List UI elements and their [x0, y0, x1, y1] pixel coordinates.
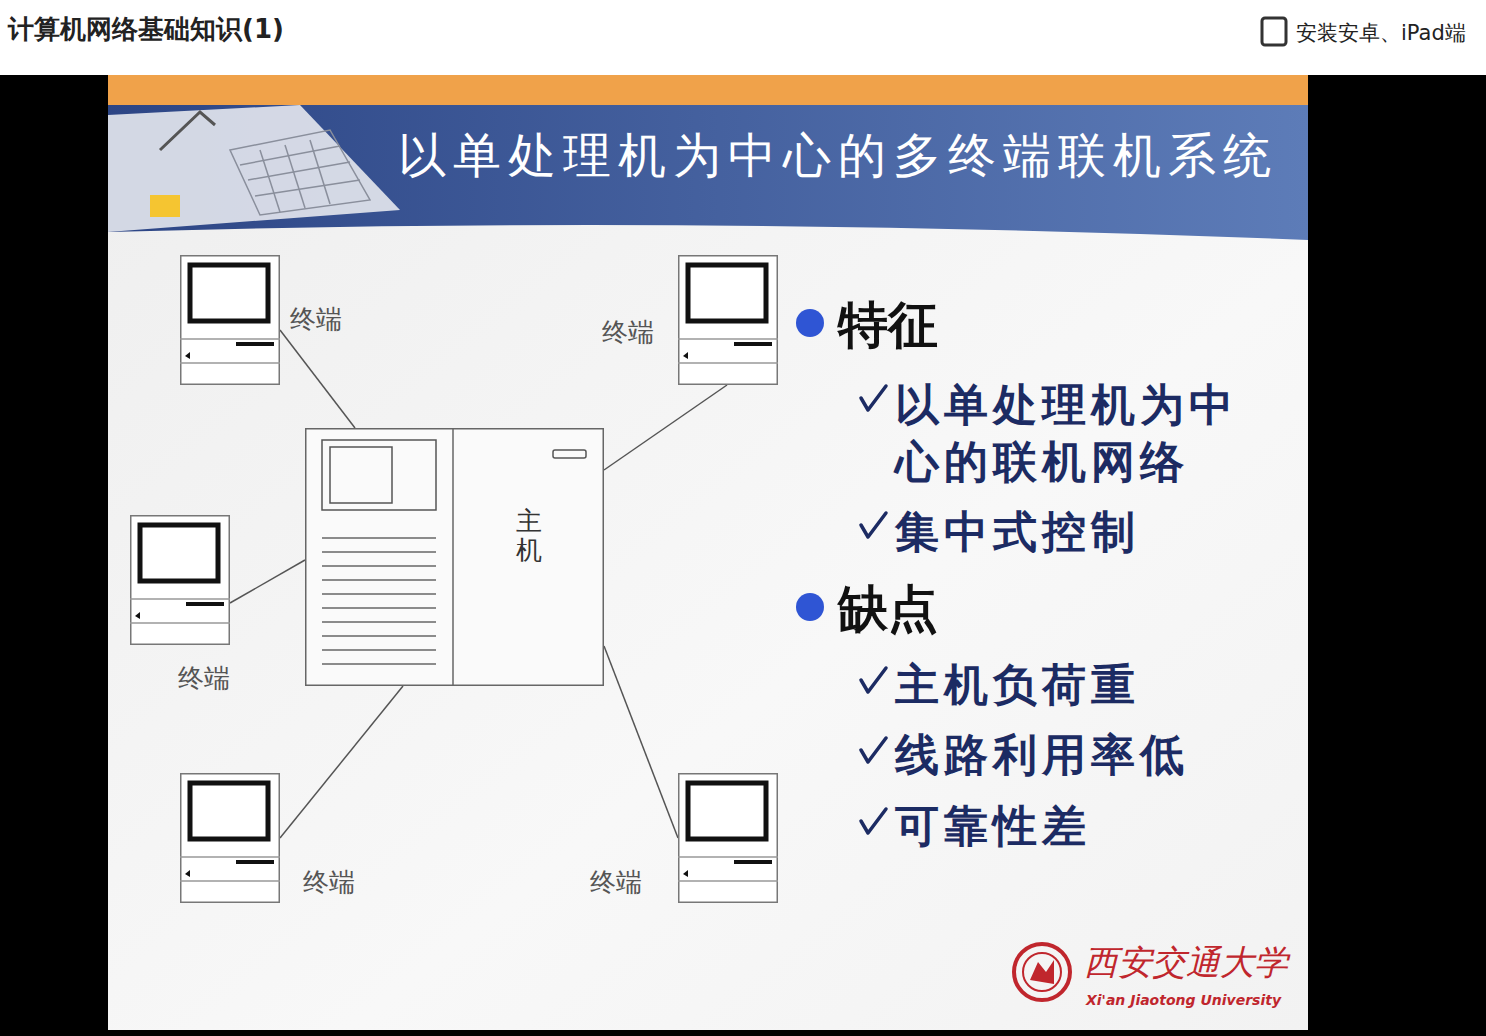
terminal: 终端 — [180, 255, 280, 385]
terminal: 终端 — [678, 255, 778, 385]
connector-line — [230, 560, 305, 603]
check-mark — [861, 513, 886, 537]
connector-line — [604, 385, 727, 470]
terminal-icon — [130, 515, 230, 645]
terminal-icon — [180, 255, 280, 385]
bullet-item: 以单处理机为中心的联机网络 — [895, 376, 1255, 490]
bullet-dot — [796, 593, 824, 621]
host-label: 主机 — [516, 508, 542, 565]
check-mark — [861, 386, 886, 410]
device-icon — [1262, 18, 1286, 45]
install-link: 安装安卓、iPad端 — [1296, 19, 1466, 47]
terminal-icon — [678, 773, 778, 903]
slide-title: 以单处理机为中心的多终端联机系统 — [398, 124, 1278, 188]
bullet-dot — [796, 309, 824, 337]
top-bar — [0, 0, 1486, 75]
paper-picture — [150, 195, 180, 217]
check-mark — [861, 809, 886, 833]
terminal-label: 终端 — [602, 315, 654, 350]
terminal-label: 终端 — [290, 302, 342, 337]
university-name: 西安交通大学 — [1084, 940, 1288, 986]
terminal-label: 终端 — [178, 661, 230, 696]
slide-body — [108, 75, 1308, 1030]
page-title: 计算机网络基础知识(1) — [8, 12, 284, 47]
terminal: 终端 — [130, 515, 230, 645]
terminal-icon — [678, 255, 778, 385]
header-band — [108, 105, 1308, 240]
bullet-item: 可靠性差 — [895, 797, 1091, 856]
terminal: 终端 — [678, 773, 778, 903]
keyboard-picture — [108, 105, 400, 232]
check-mark — [861, 738, 886, 762]
university-emblem — [1014, 944, 1070, 1000]
orange-band — [108, 75, 1308, 105]
host-icon — [305, 428, 604, 686]
keyboard-picture — [160, 112, 370, 215]
bullet-heading: 特征 — [838, 292, 938, 359]
host-computer: 主机 — [305, 428, 604, 686]
terminal: 终端 — [180, 773, 280, 903]
bullet-item: 主机负荷重 — [895, 656, 1140, 715]
bullet-item: 集中式控制 — [895, 503, 1140, 562]
university-name-en: Xi'an Jiaotong University — [1086, 992, 1281, 1008]
connector-line — [604, 646, 678, 838]
connector-line — [280, 686, 403, 838]
terminal-label: 终端 — [303, 865, 355, 900]
bullet-heading: 缺点 — [838, 576, 938, 643]
check-mark — [861, 668, 886, 692]
terminal-icon — [180, 773, 280, 903]
terminal-label: 终端 — [590, 865, 642, 900]
connector-line — [280, 330, 355, 428]
bullet-item: 线路利用率低 — [895, 726, 1189, 785]
